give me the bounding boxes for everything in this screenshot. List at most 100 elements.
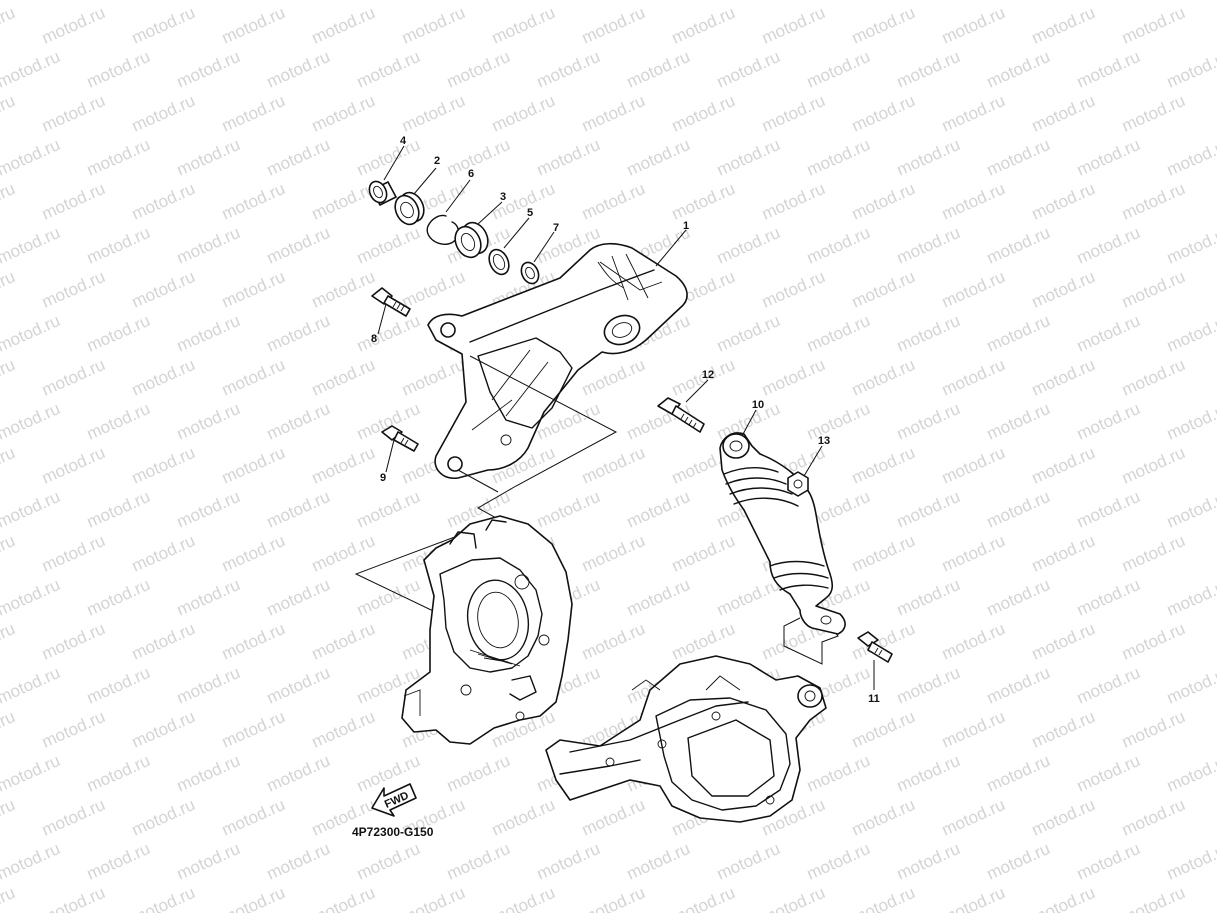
- watermark-text: motod.ru: [219, 619, 288, 664]
- watermark-text: motod.ru: [0, 751, 63, 796]
- watermark-text: motod.ru: [309, 443, 378, 488]
- watermark-text: motod.ru: [894, 47, 963, 92]
- watermark-text: motod.ru: [804, 135, 873, 180]
- watermark-text: motod.ru: [399, 91, 468, 136]
- watermark-text: motod.ru: [399, 3, 468, 48]
- watermark-text: motod.ru: [1164, 575, 1217, 620]
- watermark-text: motod.ru: [1164, 311, 1217, 356]
- watermark-text: motod.ru: [1119, 91, 1188, 136]
- part-11-bolt[interactable]: [857, 631, 893, 663]
- watermark-text: motod.ru: [894, 487, 963, 532]
- watermark-text: motod.ru: [444, 47, 513, 92]
- watermark-text: motod.ru: [714, 223, 783, 268]
- part-7-washer[interactable]: [518, 260, 542, 287]
- watermark-text: motod.ru: [264, 751, 333, 796]
- watermark-text: motod.ru: [1164, 663, 1217, 708]
- part-9-bolt[interactable]: [381, 425, 419, 452]
- part-12-bolt[interactable]: [657, 397, 705, 433]
- callouts: 4 2 6 3 5 7 1 8 9 12 10 13 11: [371, 135, 880, 705]
- label-2: 2: [434, 155, 440, 167]
- watermark-text: motod.ru: [264, 311, 333, 356]
- watermark-text: motod.ru: [1074, 311, 1143, 356]
- part-4-collar[interactable]: [366, 179, 397, 206]
- watermark-text: motod.ru: [669, 531, 738, 576]
- label-4: 4: [400, 135, 407, 147]
- watermark-text: motod.ru: [129, 179, 198, 224]
- watermark-text: motod.ru: [939, 619, 1008, 664]
- watermark-text: motod.ru: [534, 0, 603, 4]
- watermark-text: motod.ru: [174, 663, 243, 708]
- watermark-text: motod.ru: [0, 619, 18, 664]
- watermark-text: motod.ru: [309, 707, 378, 752]
- watermark-text: motod.ru: [849, 179, 918, 224]
- label-6: 6: [468, 168, 474, 180]
- watermark-text: motod.ru: [444, 0, 513, 4]
- watermark-text: motod.ru: [849, 531, 918, 576]
- watermark-text: motod.ru: [354, 223, 423, 268]
- watermark-text: motod.ru: [1029, 267, 1098, 312]
- watermark-text: motod.ru: [939, 707, 1008, 752]
- watermark-text: motod.ru: [1164, 487, 1217, 532]
- watermark-text: motod.ru: [984, 663, 1053, 708]
- watermark-text: motod.ru: [849, 795, 918, 840]
- label-5: 5: [527, 207, 533, 219]
- watermark-text: motod.ru: [1119, 355, 1188, 400]
- part-3-bearing[interactable]: [450, 218, 492, 261]
- watermark-text: motod.ru: [354, 47, 423, 92]
- label-9: 9: [380, 472, 386, 484]
- watermark-text: motod.ru: [129, 707, 198, 752]
- watermark-text: motod.ru: [579, 619, 648, 664]
- part-5-oil-seal[interactable]: [485, 246, 512, 277]
- watermark-text: motod.ru: [489, 883, 558, 913]
- watermark-text: motod.ru: [39, 179, 108, 224]
- watermark-text: motod.ru: [219, 3, 288, 48]
- watermark-text: motod.ru: [0, 663, 63, 708]
- watermark-text: motod.ru: [129, 355, 198, 400]
- watermark-text: motod.ru: [624, 47, 693, 92]
- watermark-text: motod.ru: [1119, 619, 1188, 664]
- watermark-text: motod.ru: [894, 575, 963, 620]
- watermark-text: motod.ru: [534, 47, 603, 92]
- watermark-text: motod.ru: [759, 91, 828, 136]
- watermark-text: motod.ru: [309, 619, 378, 664]
- watermark-text: motod.ru: [579, 531, 648, 576]
- watermark-text: motod.ru: [894, 399, 963, 444]
- watermark-text: motod.ru: [714, 0, 783, 4]
- watermark-text: motod.ru: [669, 619, 738, 664]
- watermark-text: motod.ru: [579, 91, 648, 136]
- watermark-text: motod.ru: [219, 795, 288, 840]
- watermark-text: motod.ru: [174, 135, 243, 180]
- watermark-text: motod.ru: [354, 311, 423, 356]
- watermark-text: motod.ru: [984, 751, 1053, 796]
- diagram-code: 4P72300-G150: [352, 825, 434, 839]
- part-1-rear-arm[interactable]: [427, 242, 688, 479]
- watermark-text: motod.ru: [264, 135, 333, 180]
- watermark-text: motod.ru: [804, 399, 873, 444]
- watermark-text: motod.ru: [84, 135, 153, 180]
- watermark-text: motod.ru: [309, 267, 378, 312]
- watermark-text: motod.ru: [1029, 179, 1098, 224]
- watermark-text: motod.ru: [894, 663, 963, 708]
- watermark-text: motod.ru: [984, 839, 1053, 884]
- watermark-text: motod.ru: [174, 575, 243, 620]
- watermark-text: motod.ru: [129, 91, 198, 136]
- part-2-bearing[interactable]: [391, 189, 429, 228]
- watermark-text: motod.ru: [0, 883, 18, 913]
- watermark-text: motod.ru: [0, 311, 63, 356]
- watermark-text: motod.ru: [174, 399, 243, 444]
- watermark-text: motod.ru: [939, 795, 1008, 840]
- watermark-text: motod.ru: [579, 3, 648, 48]
- watermark-text: motod.ru: [174, 311, 243, 356]
- part-6-circlip[interactable]: [426, 214, 459, 245]
- watermark-text: motod.ru: [489, 91, 558, 136]
- watermark-text: motod.ru: [1164, 223, 1217, 268]
- part-13-nut[interactable]: [787, 471, 809, 497]
- watermark-text: motod.ru: [399, 883, 468, 913]
- label-3: 3: [500, 191, 506, 203]
- watermark-text: motod.ru: [1074, 135, 1143, 180]
- watermark-text: motod.ru: [624, 135, 693, 180]
- watermark-text: motod.ru: [39, 795, 108, 840]
- part-10-rear-shock[interactable]: [719, 432, 846, 635]
- part-8-bolt[interactable]: [371, 287, 411, 317]
